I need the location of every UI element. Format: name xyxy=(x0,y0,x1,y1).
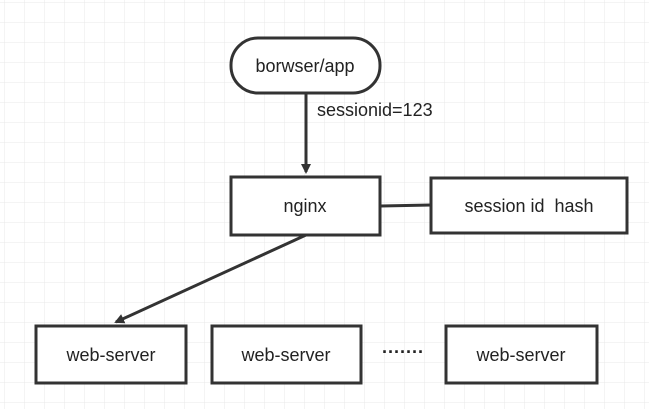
nginx-label: nginx xyxy=(283,196,326,216)
nginx-to-server-arrow xyxy=(114,233,307,324)
web-server-label-3: web-server xyxy=(475,345,565,365)
ellipsis: ······· xyxy=(382,342,424,362)
web-server-node-1[interactable] xyxy=(34,324,188,385)
nginx-hash-link xyxy=(379,203,432,208)
web-server-label-1: web-server xyxy=(65,345,155,365)
web-server-node-3[interactable] xyxy=(444,324,599,385)
browser-label: borwser/app xyxy=(255,56,354,76)
sessionid-label: sessionid=123 xyxy=(317,100,433,120)
web-server-label-2: web-server xyxy=(240,345,330,365)
session-hash-label: session id hash xyxy=(464,196,593,216)
web-server-node-2[interactable] xyxy=(210,324,363,385)
